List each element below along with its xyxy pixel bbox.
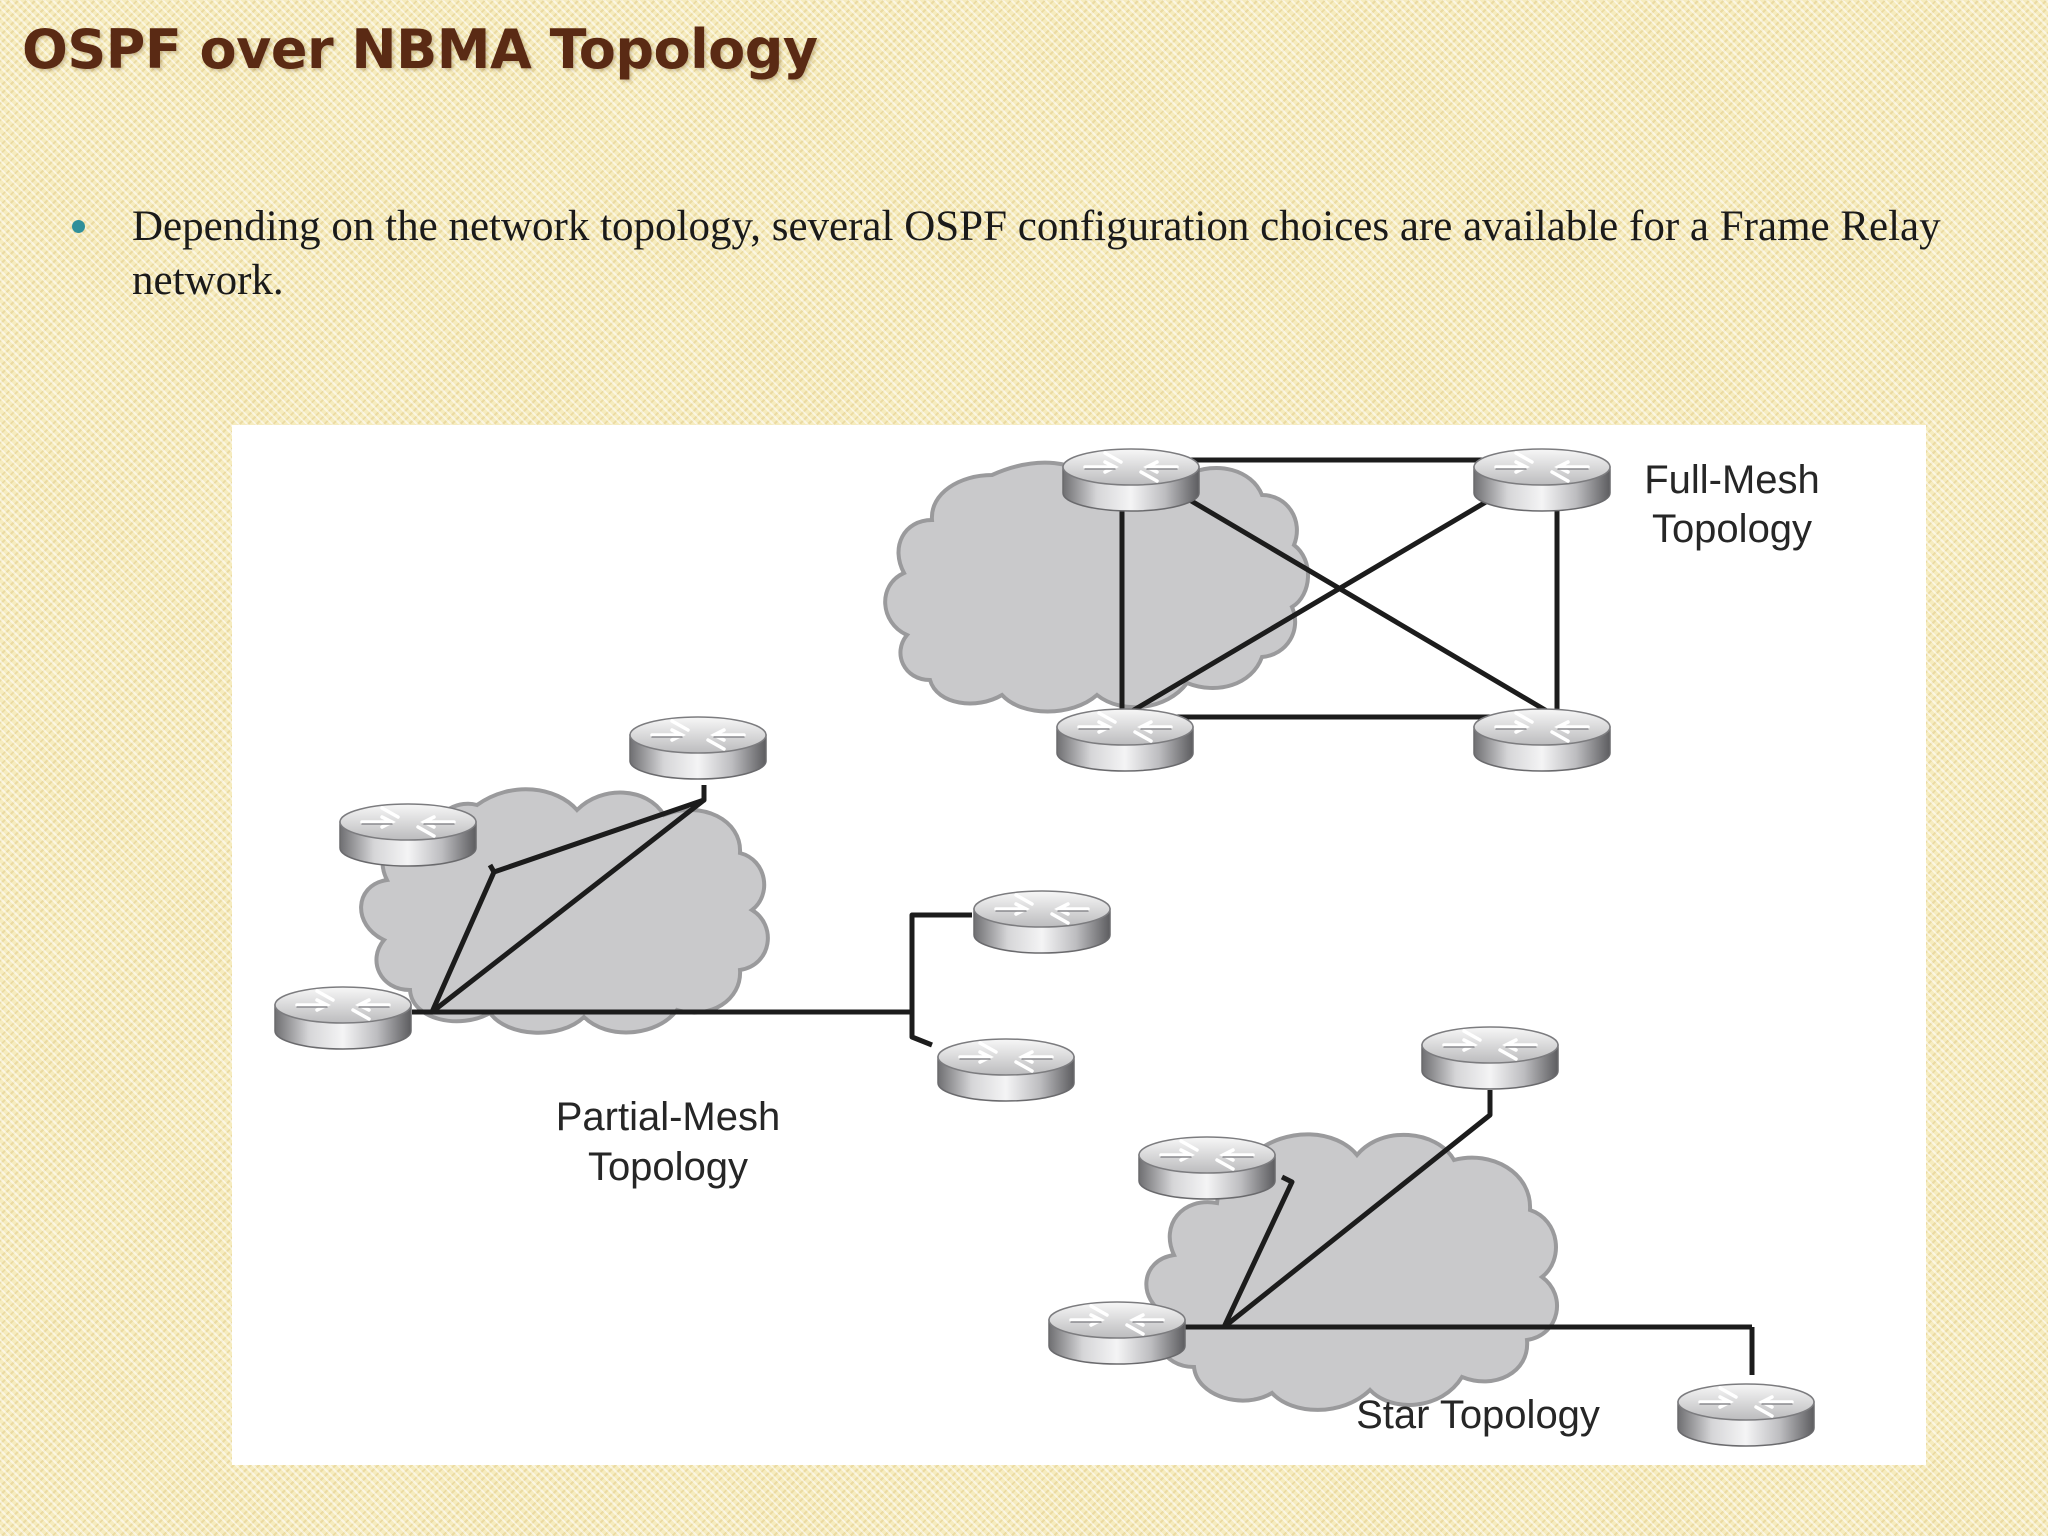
router-icon [936,1037,1076,1103]
router-icon [273,985,413,1051]
router-icon [628,715,768,781]
router-icon [1055,707,1195,773]
star-links [1182,1090,1755,1375]
router-icon [972,889,1112,955]
link [1221,1174,1295,1329]
partial-mesh-label-line1: Partial-Mesh [556,1095,781,1139]
full-mesh-label-line1: Full-Mesh [1644,458,1820,502]
router-icon [1137,1135,1277,1201]
partial-mesh-links [412,785,972,1048]
router-icon [1472,707,1612,773]
bullet-dot-icon [72,220,85,233]
router-icon [1472,447,1612,513]
router-icon [1420,1025,1560,1091]
router-icon [1047,1300,1187,1366]
partial-mesh-label-line2: Topology [588,1145,748,1189]
star-label: Star Topology [1356,1393,1600,1437]
full-mesh-label-line2: Topology [1652,507,1812,551]
link [909,1012,933,1048]
partial-mesh-topology: Partial-Mesh Topology [273,715,1112,1189]
router-icon [1061,447,1201,513]
router-icon [1676,1382,1816,1448]
link [487,785,707,875]
full-mesh-topology: Full-Mesh Topology [883,447,1820,773]
link [909,912,972,1012]
star-topology: Star Topology [1047,1025,1816,1448]
link [1222,1090,1493,1329]
topology-figure: Full-Mesh Topology Partial-Mesh Topology [232,425,1926,1465]
slide-title: OSPF over NBMA Topology [22,18,818,81]
router-icon [338,802,478,868]
bullet-text: Depending on the network topology, sever… [132,203,1941,304]
cloud-icon [1144,1132,1559,1412]
